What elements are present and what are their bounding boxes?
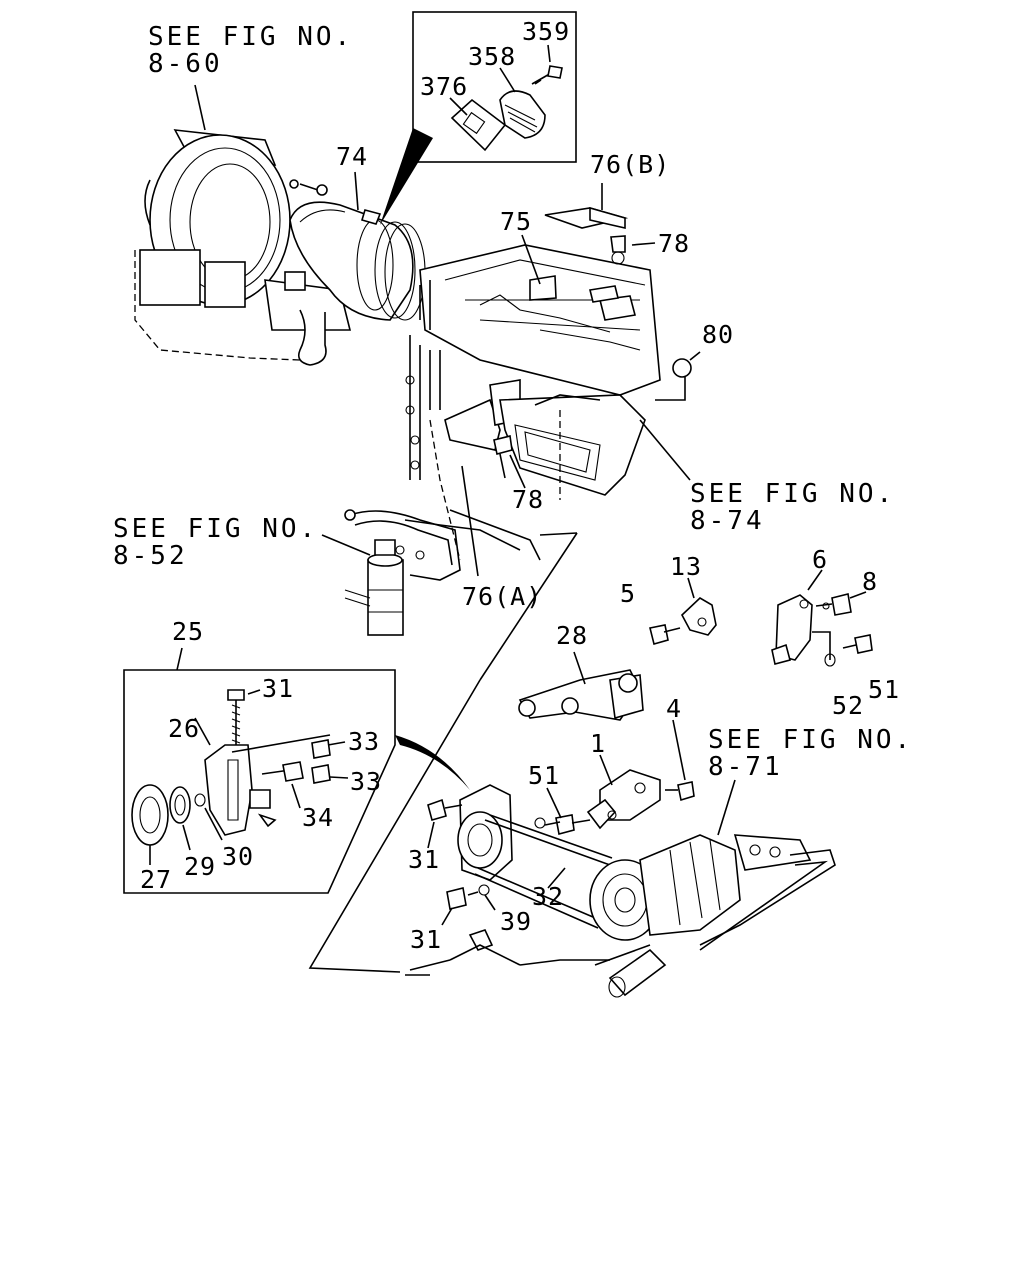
tensioner-1	[546, 719, 695, 835]
screw-80	[672, 351, 701, 378]
bracket-parts	[649, 569, 873, 667]
ref-8-74-line1[interactable]: SEE FIG NO.	[690, 479, 895, 509]
callout-8: 8	[862, 567, 878, 596]
callout-1: 1	[590, 729, 606, 758]
callout-26: 26	[168, 714, 200, 743]
detail-inset-idler	[123, 647, 396, 894]
callout-39: 39	[500, 907, 532, 936]
callout-32: 32	[532, 882, 564, 911]
callout-78-lower: 78	[512, 485, 544, 514]
callout-359: 359	[522, 17, 570, 46]
callout-376: 376	[420, 72, 468, 101]
bolt-78-lower	[493, 435, 526, 489]
leader-358	[499, 67, 516, 93]
callout-31-lower: 31	[410, 925, 442, 954]
callout-13: 13	[670, 552, 702, 581]
callout-51-right: 51	[868, 675, 900, 704]
callout-33-upper: 33	[348, 727, 380, 756]
leader-8-60	[194, 84, 206, 131]
leader-74	[354, 171, 359, 211]
callout-4: 4	[666, 694, 682, 723]
callout-6: 6	[812, 545, 828, 574]
callout-30: 30	[222, 842, 254, 871]
ref-8-74-line2[interactable]: 8-74	[690, 506, 765, 536]
leader-line	[308, 679, 481, 973]
leader-376	[449, 97, 468, 116]
ref-8-52-line2[interactable]: 8-52	[113, 541, 188, 571]
ref-8-52-line1[interactable]: SEE FIG NO.	[113, 514, 318, 544]
ref-8-60-line1[interactable]: SEE FIG NO.	[148, 22, 353, 52]
callout-74: 74	[336, 142, 368, 171]
bracket-28	[518, 651, 644, 721]
callout-51-mid: 51	[528, 761, 560, 790]
bracket-76b	[544, 183, 656, 265]
callout-28: 28	[556, 621, 588, 650]
ref-8-71-line1[interactable]: SEE FIG NO.	[708, 725, 913, 755]
callout-76a: 76(A)	[462, 582, 542, 611]
leader-359	[547, 44, 551, 63]
detail-arrow	[395, 735, 470, 790]
callout-31-inset: 31	[262, 674, 294, 703]
leader-8-52	[321, 534, 371, 556]
callout-52: 52	[832, 691, 864, 720]
callout-27: 27	[140, 865, 172, 894]
callout-76b: 76(B)	[590, 150, 670, 179]
callout-78-upper: 78	[658, 229, 690, 258]
ref-8-71-line2[interactable]: 8-71	[708, 752, 783, 782]
callout-5: 5	[620, 579, 636, 608]
callout-34: 34	[302, 803, 334, 832]
callout-29: 29	[184, 852, 216, 881]
callout-31-mid: 31	[408, 845, 440, 874]
callout-25: 25	[172, 617, 204, 646]
callout-358: 358	[468, 42, 516, 71]
leader-76a	[461, 465, 479, 577]
callout-80: 80	[702, 320, 734, 349]
receiver-drier	[344, 419, 578, 681]
compressor-assembly	[405, 779, 836, 998]
leader-75	[521, 234, 541, 285]
callout-33-lower: 33	[350, 767, 382, 796]
ref-8-60-line2[interactable]: 8-60	[148, 49, 223, 79]
callout-75: 75	[500, 207, 532, 236]
